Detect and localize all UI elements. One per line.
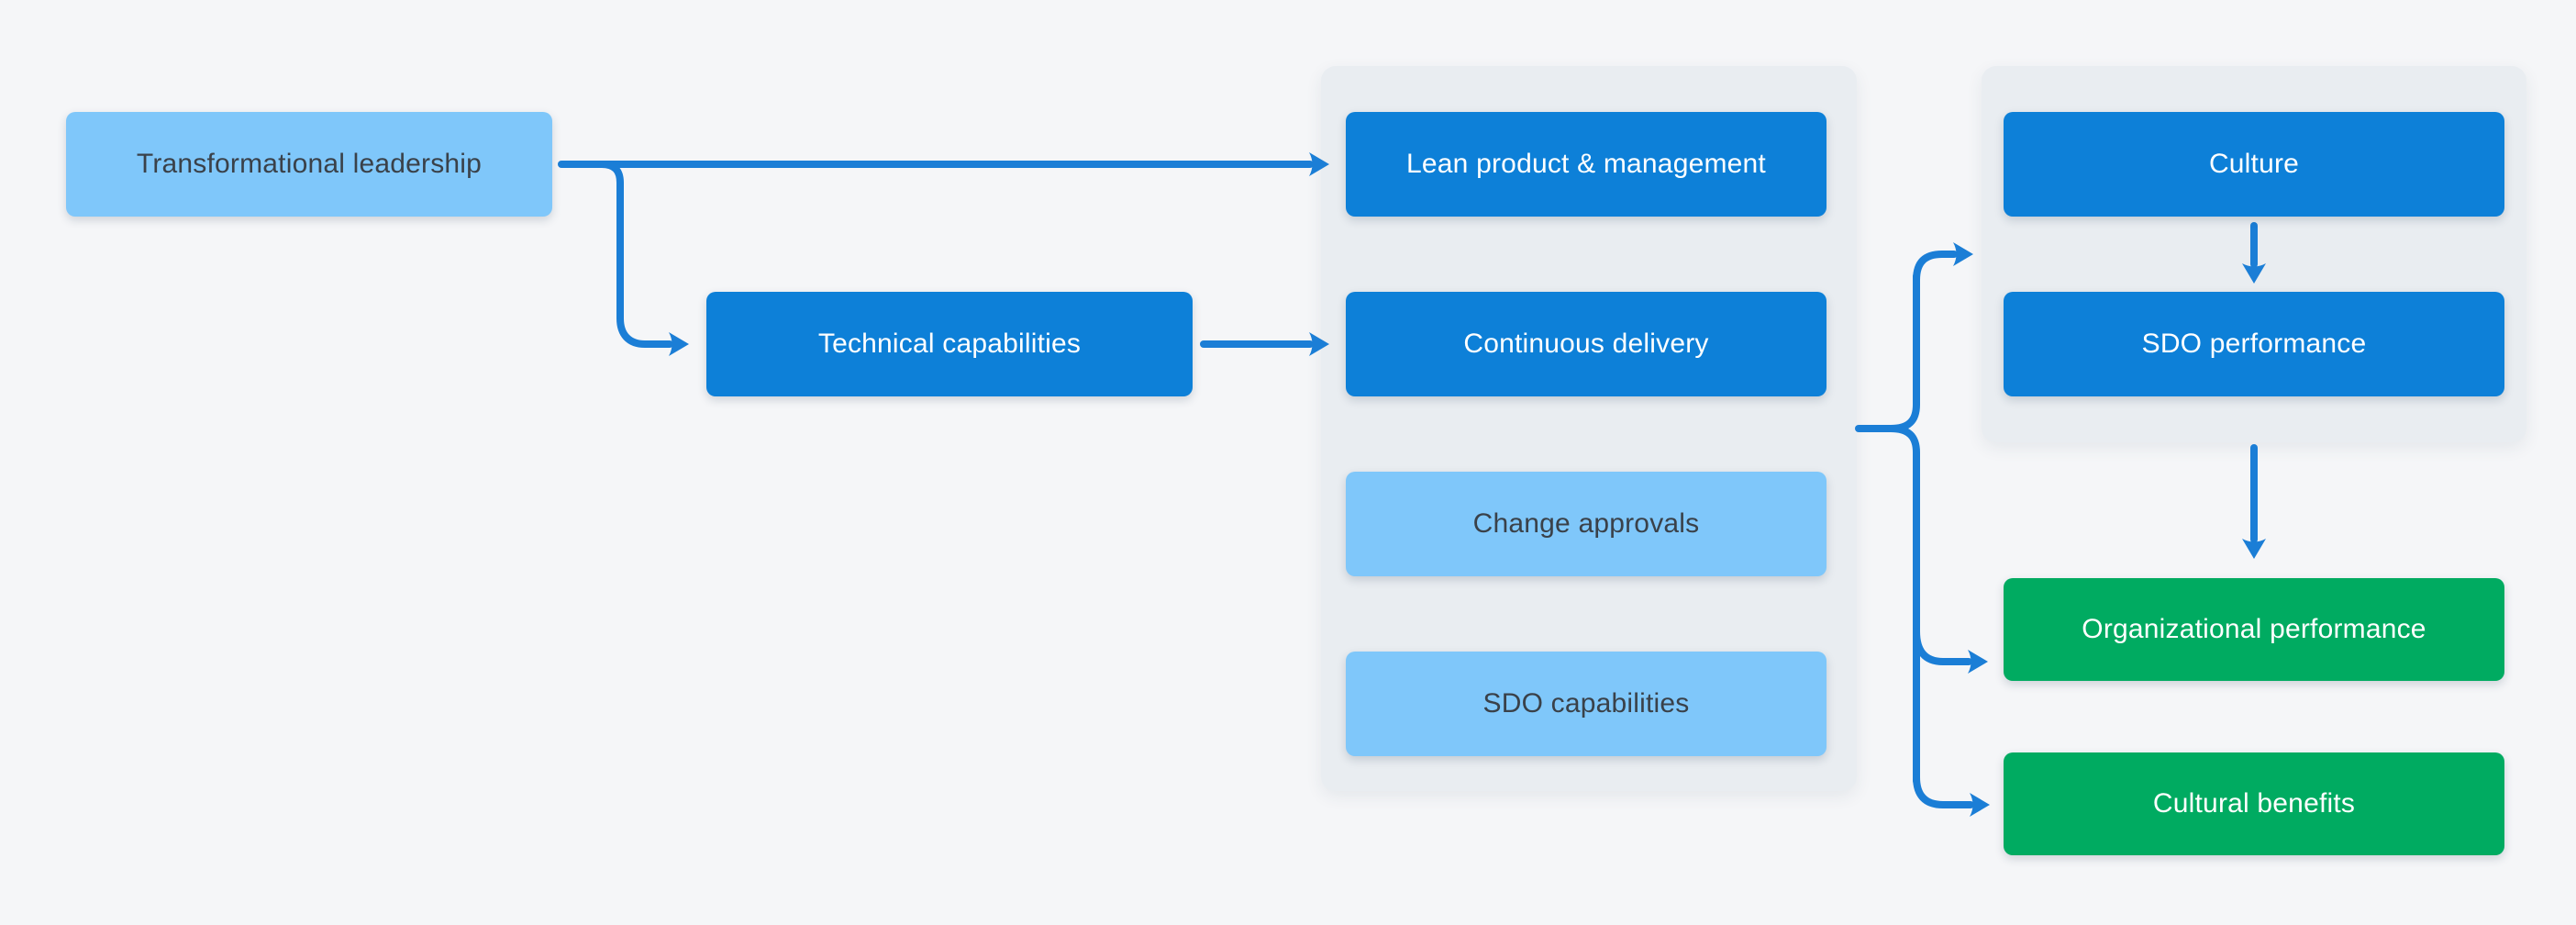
node-lean-product-management: Lean product & management (1346, 112, 1827, 217)
edge-bracket-to-cultben (1913, 774, 1990, 817)
node-technical-capabilities: Technical capabilities (706, 292, 1193, 396)
node-transformational-leadership: Transformational leadership (66, 112, 552, 217)
node-sdo-capabilities: SDO capabilities (1346, 652, 1827, 756)
edge-bracket-to-orgperf (1913, 628, 1988, 674)
node-culture: Culture (2004, 112, 2504, 217)
node-change-approvals: Change approvals (1346, 472, 1827, 576)
edge-bracket-to-culture-panel (1913, 242, 1973, 284)
edge-tl-to-technical (598, 161, 689, 356)
node-cultural-benefits: Cultural benefits (2004, 752, 2504, 855)
bracket-spine (1887, 273, 1920, 785)
node-organizational-performance: Organizational performance (2004, 578, 2504, 681)
node-sdo-performance: SDO performance (2004, 292, 2504, 396)
node-continuous-delivery: Continuous delivery (1346, 292, 1827, 396)
